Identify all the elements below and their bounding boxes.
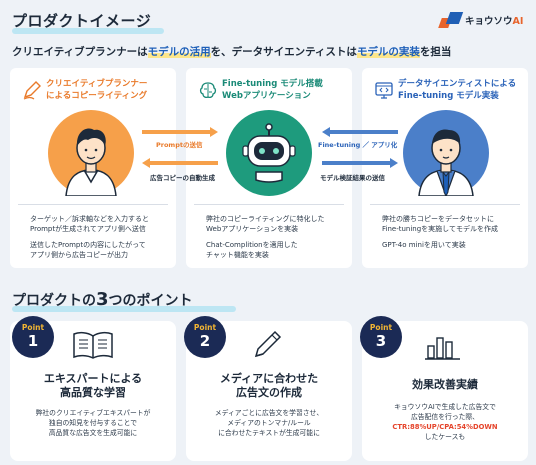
points-title: プロダクトの3つのポイント [12,289,193,310]
arrow-right-orange [142,127,218,137]
arrow-left-orange [142,158,218,168]
point-text-1: 弊社のクリエイティブエキスパートが 独自の知見を付与することで 高品質な広告文を… [35,409,151,437]
panel-title: データサイエンティストによる Fine-tuning モデル実装 [398,79,517,101]
title-underline [12,28,164,34]
point-text-3: キョウソウAIで生成した広告文で 広告配信を行った際、 CTR:88%UP/CP… [362,402,528,442]
code-window-icon [375,82,393,99]
tagline: クリエイティブプランナーはモデルの活用を、データサイエンティストはモデルの実装を… [12,46,452,58]
panel-title: Fine-tuning モデル搭載 Webアプリケーション [222,79,323,101]
brand-logo: キョウソウAI [438,8,530,32]
point-text-2: メディアごとに広告文を学習させ、 メディアのトンマナ/ルール に合わせたテキスト… [214,409,324,437]
panel-description: ターゲット／訴求軸などを入力すると Promptが生成されてアプリ側へ送信 送信… [30,215,149,259]
robot-icon [242,123,296,183]
kpi-highlight: CTR:88%UP/CPA:54%DOWN [392,423,498,431]
data-scientist-avatar [403,110,489,198]
creative-planner-avatar [48,110,134,197]
divider [18,204,168,205]
person-casual-icon [65,128,117,197]
points-title-underline [12,306,236,312]
ai-robot-avatar [226,110,312,196]
point-title-1: エキスパートによる 高品質な学習 [43,372,143,399]
open-book-icon [73,331,113,359]
divider [194,204,344,205]
pen-icon [254,330,282,358]
pencil-icon [23,81,41,100]
arrow-label-finetune: Fine-tuning ／ アプリ化 [318,141,398,149]
logo-text: キョウソウAI [465,16,524,27]
tagline-highlight-usage: モデルの活用 [147,46,211,58]
panel-description: 弊社の勝ちコピーをデータセットに Fine-tuningを実施してモデルを作成 … [382,215,498,249]
point-title-2: メディアに合わせた 広告文の作成 [219,372,319,399]
arrow-label-prompt: Promptの送信 [156,141,203,149]
point-badge-1: Point 1 [12,316,54,358]
panel-description: 弊社のコピーライティングに特化した Webアプリケーションを実装 Chat-Co… [206,215,325,259]
arrow-right-blue [322,158,398,168]
divider [370,204,520,205]
page-title: プロダクトイメージ [12,12,152,30]
point-badge-3: Point 3 [360,316,402,358]
tagline-highlight-implementation: モデルの実装 [356,46,420,58]
person-suit-icon [418,129,474,198]
point-title-3: 効果改善実績 [412,378,478,391]
bar-chart-icon [425,337,460,360]
arrow-label-verify: モデル検証結果の送信 [320,174,385,182]
brain-icon [199,82,217,99]
arrow-label-ad-copy: 広告コピーの自動生成 [150,174,215,182]
arrow-left-blue [322,127,398,137]
point-badge-2: Point 2 [184,316,226,358]
panel-title: クリエイティブプランナー によるコピーライティング [46,79,148,101]
logo-mark-icon [438,12,464,28]
